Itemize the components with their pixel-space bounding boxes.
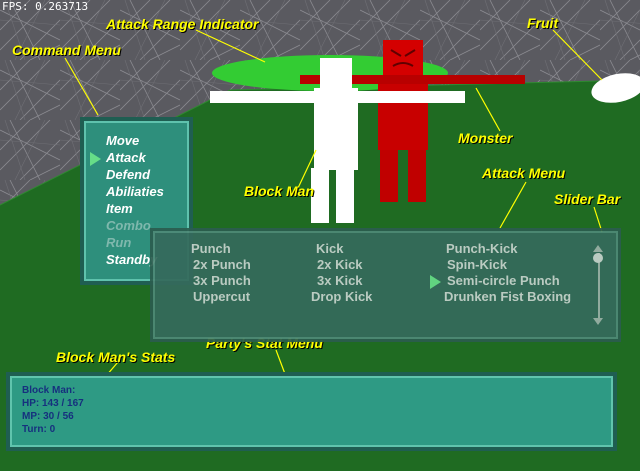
command-menu-label: Command Menu bbox=[12, 42, 121, 58]
monster bbox=[300, 40, 525, 202]
slider-thumb-icon[interactable] bbox=[593, 253, 603, 263]
scroll-up-arrow-icon[interactable] bbox=[593, 245, 603, 253]
stat-mp: MP: 30 / 56 bbox=[22, 411, 74, 422]
attack-menu: Punch 2x Punch 3x Punch Uppercut Kick 2x… bbox=[150, 228, 621, 342]
stat-turn: Turn: 0 bbox=[22, 424, 56, 435]
selection-arrow-icon bbox=[90, 152, 101, 166]
attack-spin-kick[interactable]: Spin-Kick bbox=[447, 257, 507, 272]
scrollbar-track[interactable] bbox=[598, 253, 600, 321]
command-abilities[interactable]: Abiliaties bbox=[106, 184, 164, 199]
fruit-label: Fruit bbox=[527, 15, 559, 31]
block-man-stats-label: Block Man's Stats bbox=[56, 349, 176, 365]
block-man bbox=[210, 58, 465, 223]
attack-range-label: Attack Range Indicator bbox=[106, 16, 259, 32]
attack-drop-kick[interactable]: Drop Kick bbox=[311, 289, 373, 304]
stat-name: Block Man: bbox=[22, 385, 76, 396]
attack-drunken-fist-boxing[interactable]: Drunken Fist Boxing bbox=[444, 289, 572, 304]
fruit bbox=[591, 73, 640, 103]
command-menu: Move Attack Defend Abiliaties Item Combo… bbox=[80, 117, 193, 285]
attack-2x-punch[interactable]: 2x Punch bbox=[193, 257, 251, 272]
command-defend[interactable]: Defend bbox=[106, 167, 151, 182]
stat-hp: HP: 143 / 167 bbox=[22, 398, 84, 409]
attack-3x-kick[interactable]: 3x Kick bbox=[317, 273, 363, 288]
attack-punch-kick[interactable]: Punch-Kick bbox=[446, 241, 518, 256]
command-attack[interactable]: Attack bbox=[106, 150, 146, 165]
attack-menu-label: Attack Menu bbox=[482, 165, 566, 181]
fps-counter: FPS: 0.263713 bbox=[2, 0, 89, 13]
command-move[interactable]: Move bbox=[106, 133, 140, 148]
selection-arrow-icon bbox=[430, 275, 441, 289]
attack-uppercut[interactable]: Uppercut bbox=[193, 289, 251, 304]
monster-label: Monster bbox=[458, 130, 513, 146]
attack-punch[interactable]: Punch bbox=[191, 241, 231, 256]
attack-kick[interactable]: Kick bbox=[316, 241, 344, 256]
attack-2x-kick[interactable]: 2x Kick bbox=[317, 257, 363, 272]
party-stat-menu: Block Man: HP: 143 / 167 MP: 30 / 56 Tur… bbox=[6, 372, 617, 451]
command-standby[interactable]: Standby bbox=[106, 252, 158, 267]
slider-bar-label: Slider Bar bbox=[554, 191, 621, 207]
block-man-label: Block Man bbox=[244, 183, 315, 199]
command-run: Run bbox=[106, 235, 132, 250]
attack-semi-circle-punch[interactable]: Semi-circle Punch bbox=[447, 273, 560, 288]
attack-3x-punch[interactable]: 3x Punch bbox=[193, 273, 251, 288]
scroll-down-arrow-icon[interactable] bbox=[593, 318, 603, 326]
command-item[interactable]: Item bbox=[106, 201, 133, 216]
command-combo: Combo bbox=[106, 218, 151, 233]
